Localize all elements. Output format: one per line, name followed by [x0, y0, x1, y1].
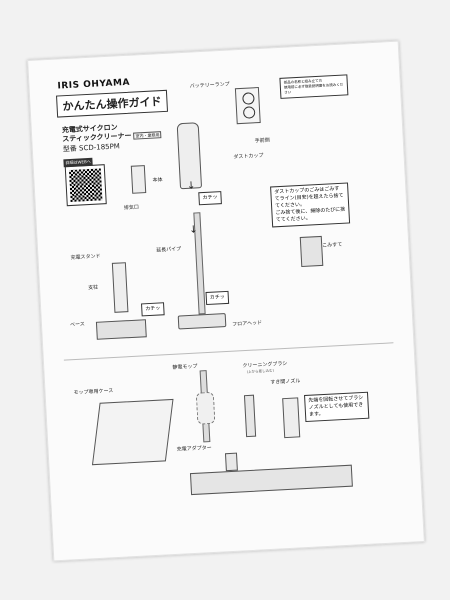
static-mop-label: 静電モップ	[172, 363, 198, 371]
charge-adapter-label: 充電アダプター	[176, 444, 212, 453]
vacuum-body	[176, 122, 203, 190]
temae-label: 手前側	[254, 137, 270, 145]
gap-nozzle-illustration	[282, 397, 301, 439]
section-divider	[63, 342, 394, 361]
stand-base	[95, 319, 147, 340]
model-number: 型番 SCD-185PM	[62, 142, 121, 154]
charging-stand-label: 充電スタンド	[70, 253, 101, 262]
full-stand-base	[189, 464, 353, 496]
exhaust-illustration	[130, 165, 147, 194]
cleaning-brush-label: クリーニングブラシ	[242, 360, 288, 370]
floor-head	[177, 313, 227, 330]
floor-head-label: フロアヘッド	[232, 320, 263, 328]
click-callout-3: カチッ	[141, 302, 165, 317]
top-right-note: 部品の名称と組み立て方 使用前に必ず取扱説明書をお読みください	[279, 74, 349, 99]
mop-case-label: モップ専用ケース	[73, 388, 114, 397]
nozzle-note: 先端を回転させてブラシノズルとしても使用できます。	[304, 391, 370, 423]
pole-label: 支柱	[87, 284, 99, 292]
brand-logo: IRIS OHYAMA	[57, 77, 131, 92]
qr-code-icon	[64, 164, 107, 207]
usage-badge: 室内・業務用	[133, 131, 162, 140]
battery-lamp-label: バッテリーランプ	[189, 81, 230, 90]
dust-note-line2: ごみ捨て後に、掃除のたびに捨ててください。	[275, 206, 346, 224]
battery-lamp-panel	[234, 86, 261, 125]
stand-with-accessories	[243, 394, 257, 438]
guide-title: かんたん操作ガイド	[56, 89, 169, 118]
click-callout-1: カチッ	[198, 191, 222, 206]
dust-note: ダストカップのごみはごみすてライン(目安)を超えたら捨ててください。 ごみ捨て後…	[270, 182, 351, 228]
instruction-sheet: IRIS OHYAMA かんたん操作ガイド 充電式サイクロン スティッククリーナ…	[27, 40, 425, 562]
konnate-label: こみすて	[322, 241, 343, 249]
stand-pole	[111, 262, 129, 313]
arrow-down-icon-2: ↓	[186, 180, 196, 192]
power-button-icon	[242, 106, 256, 119]
cleaning-brush-sub: (上から差し込む)	[246, 368, 275, 375]
top-right-note-line2: 使用前に必ず取扱説明書をお読みください	[283, 82, 344, 95]
body-label: 本体	[152, 177, 163, 184]
mop-case-illustration	[91, 398, 174, 466]
base-label: ベース	[69, 321, 85, 329]
gap-nozzle-label: すき間ノズル	[270, 378, 301, 386]
exhaust-label: 排気口	[123, 204, 140, 212]
lamp-icon	[242, 92, 255, 105]
click-callout-2: カチッ	[205, 290, 230, 306]
arrow-down-icon: ↓	[188, 224, 198, 236]
dust-cup-illustration	[299, 235, 324, 268]
charge-adapter-illustration	[224, 452, 238, 472]
extension-pipe-label: 延長パイプ	[156, 246, 182, 254]
static-mop-head	[195, 391, 216, 425]
dust-cup-label: ダストカップ	[233, 152, 264, 161]
